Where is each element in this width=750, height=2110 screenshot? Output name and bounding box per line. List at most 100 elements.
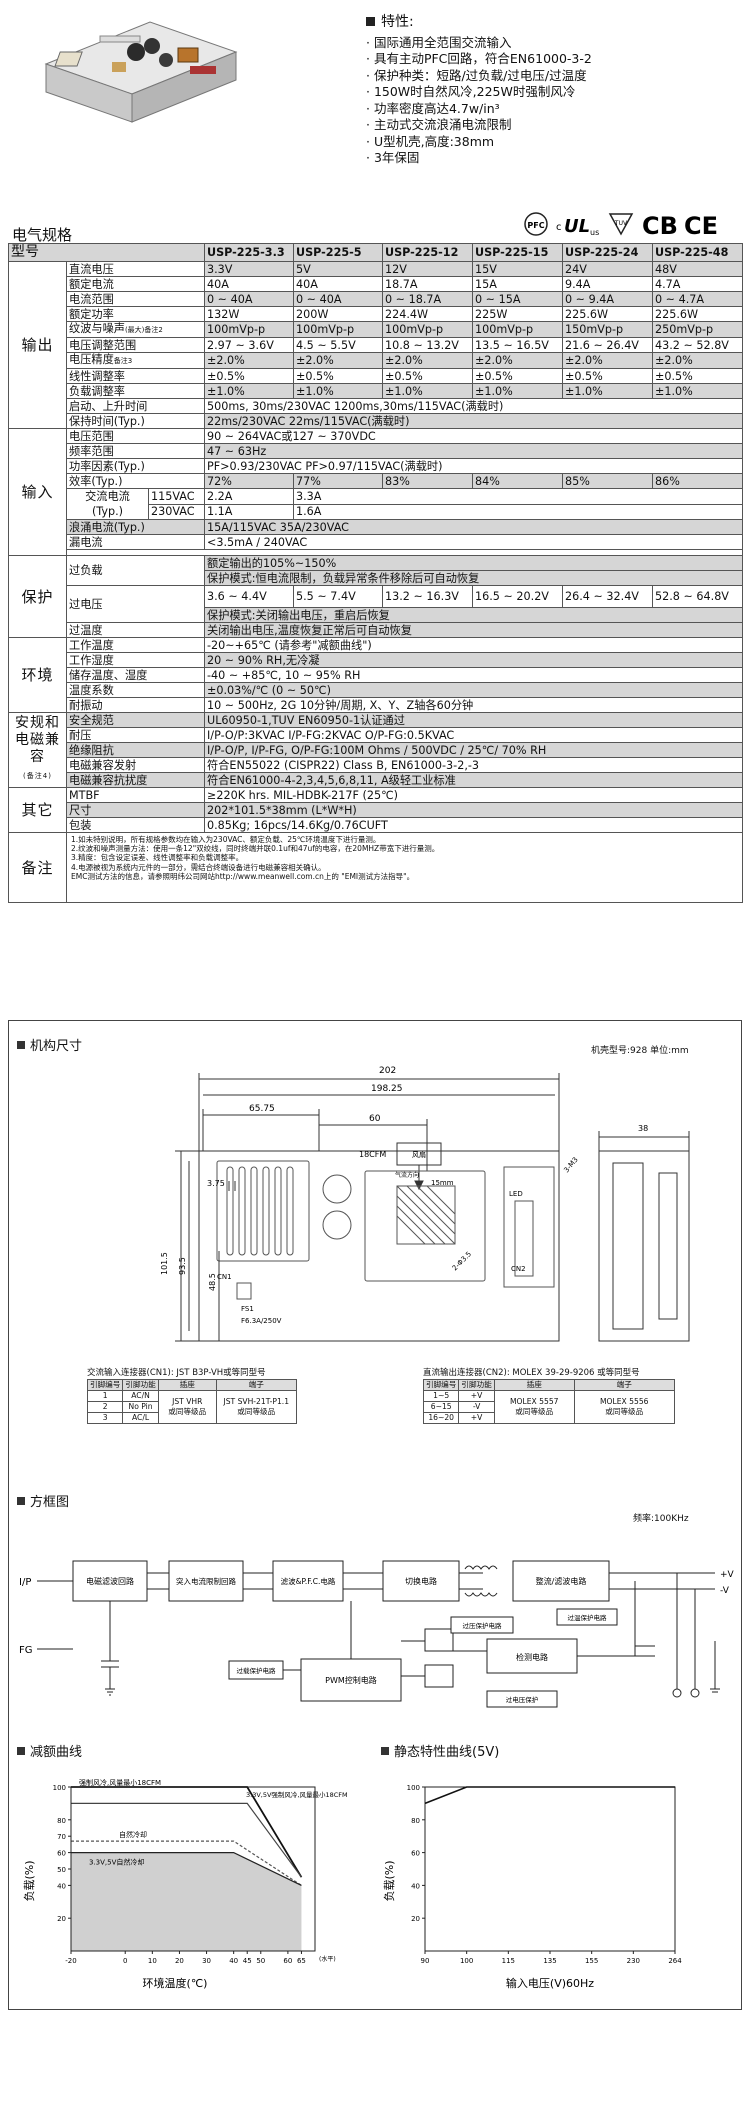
series-label: 3.3V,5V自然冷却 (89, 1858, 144, 1867)
svg-text:PWM控制电路: PWM控制电路 (325, 1675, 377, 1685)
y-axis-label: 负载(%) (22, 1860, 36, 1901)
cn1-title: 交流输入连接器(CN1): JST B3P-VH或等同型号 (87, 1368, 266, 1378)
table-row: 浪涌电流(Typ.) 15A/115VAC 35A/230VAC (9, 519, 743, 535)
static-plot-frame (424, 1786, 676, 1952)
svg-text:60: 60 (369, 1114, 381, 1124)
row-label: 尺寸 (66, 802, 205, 818)
group-environment: 环境 (8, 637, 67, 713)
svg-text:气流方向: 气流方向 (395, 1171, 419, 1179)
y-tick-label: 40 (411, 1882, 420, 1890)
static-title: 静态特性曲线(5V) (381, 1741, 499, 1760)
x-tick-label: 40 (229, 1957, 238, 1965)
row-label: 电磁兼容抗扰度 (66, 772, 205, 788)
x-tick-label: 10 (148, 1957, 157, 1965)
row-label: 额定电流 (66, 276, 205, 292)
model-label: 型号 (8, 243, 205, 262)
svg-text:2-Φ3.5: 2-Φ3.5 (451, 1250, 473, 1272)
table-row: 线性调整率 ±0.5%±0.5%±0.5%±0.5%±0.5%±0.5% (9, 368, 743, 384)
series-label: 自然冷却 (119, 1830, 147, 1839)
row-label: 储存温度、湿度 (66, 667, 205, 683)
group-output: 输出 (8, 261, 67, 429)
drawings-panel: 机构尺寸 机壳型号:928 单位:mm (8, 1020, 742, 2010)
x-tick-label: -20 (65, 1957, 76, 1965)
table-row: 输入 电压范围 90 ~ 264VAC或127 ~ 370VDC (8, 428, 743, 556)
row-label: 频率范围 (66, 443, 205, 459)
table-row: 保持时间(Typ.) 22ms/230VAC 22ms/115VAC(满载时) (9, 413, 743, 429)
row-label: 功率因素(Typ.) (66, 458, 205, 474)
block-title: 方框图 (17, 1491, 69, 1510)
y-tick-label: 40 (57, 1882, 66, 1890)
row-label: 交流电流(Typ.) (66, 488, 149, 520)
row-label: 直流电压 (66, 261, 205, 277)
svg-text:c: c (556, 222, 562, 233)
row-label: 绝缘阻抗 (66, 742, 205, 758)
y-tick-label: 70 (57, 1833, 66, 1841)
row-label: 温度系数 (66, 682, 205, 698)
x-tick-label: 115 (502, 1957, 515, 1965)
model-name: USP-225-48 (652, 243, 743, 262)
table-row: 效率(Typ.) 72%77%83%84%85%86% (9, 473, 743, 489)
y-tick-label: 20 (57, 1915, 66, 1923)
row-label: 效率(Typ.) (66, 473, 205, 489)
svg-text:3.75: 3.75 (207, 1179, 225, 1188)
y-tick-label: 100 (53, 1784, 66, 1792)
row-label: 启动、上升时间 (66, 398, 205, 414)
svg-text:I/P: I/P (19, 1577, 31, 1588)
table-row: 漏电流 <3.5mA / 240VAC (9, 534, 743, 550)
row-label: 耐压 (66, 727, 205, 743)
svg-text:切换电路: 切换电路 (405, 1576, 437, 1586)
svg-text:电磁滤波回路: 电磁滤波回路 (86, 1576, 134, 1586)
row-label: 漏电流 (66, 534, 205, 550)
x-tick-label: 30 (202, 1957, 211, 1965)
svg-text:CN2: CN2 (511, 1265, 526, 1273)
group-remarks: 备注 (8, 832, 67, 903)
row-label: 保持时间(Typ.) (66, 413, 205, 429)
row-label: 包装 (66, 817, 205, 833)
svg-text:+V: +V (720, 1570, 735, 1580)
table-row: 储存温度、湿度-40 ~ +85℃, 10 ~ 95% RH (9, 667, 743, 683)
row-label: 工作湿度 (66, 652, 205, 668)
row-label: 纹波与噪声(最大)备注2 (66, 321, 205, 338)
table-row: 电磁兼容抗扰度符合EN61000-4-2,3,4,5,6,8,11, A级轻工业… (9, 772, 743, 788)
svg-text:-V: -V (720, 1586, 730, 1596)
block-diagram: I/P FG 电磁滤波回路 突入电流限制回路 滤波&P.F.C.电路 切换电路 … (19, 1560, 735, 1708)
x-tick-label: 20 (175, 1957, 184, 1965)
y-tick-label: 80 (411, 1817, 420, 1825)
case-note: 机壳型号:928 单位:mm (591, 1046, 689, 1056)
x-axis-label: 输入电压(V)60Hz (506, 1976, 594, 1990)
row-label: 电流范围 (66, 291, 205, 307)
cn2-title: 直流输出连接器(CN2): MOLEX 39-29-9206 或等同型号 (423, 1368, 640, 1378)
mechanical-drawing: 202 198.25 65.75 60 18CFM 风扇 气流方向 15mm 3… (160, 1066, 690, 1342)
x-axis-unit: (水平) (319, 1955, 336, 1963)
x-tick-label: 155 (585, 1957, 598, 1965)
table-row: 16~20+V (422, 1412, 675, 1424)
certification-logos: PFC c UL us TUV CB CE (524, 212, 718, 240)
x-axis-label: 环境温度(℃) (143, 1976, 208, 1990)
table-row: 过温度 关闭输出电压,温度恢复正常后可自动恢复 (9, 622, 743, 638)
row-label: 过温度 (66, 622, 205, 638)
svg-text:us: us (590, 228, 599, 237)
y-tick-label: 60 (411, 1850, 420, 1858)
group-input: 输入 (8, 428, 67, 556)
table-row: 功率因素(Typ.) PF>0.93/230VAC PF>0.97/115VAC… (9, 458, 743, 474)
table-row: 备注 1.如未特别说明，所有规格参数均在输入为230VAC、额定负载、25℃环境… (8, 832, 743, 903)
svg-text:65.75: 65.75 (249, 1104, 275, 1114)
svg-text:93.5: 93.5 (178, 1257, 187, 1275)
model-name: USP-225-15 (472, 243, 563, 262)
svg-text:过温保护电路: 过温保护电路 (568, 1613, 608, 1622)
row-label: 工作温度 (66, 637, 205, 653)
